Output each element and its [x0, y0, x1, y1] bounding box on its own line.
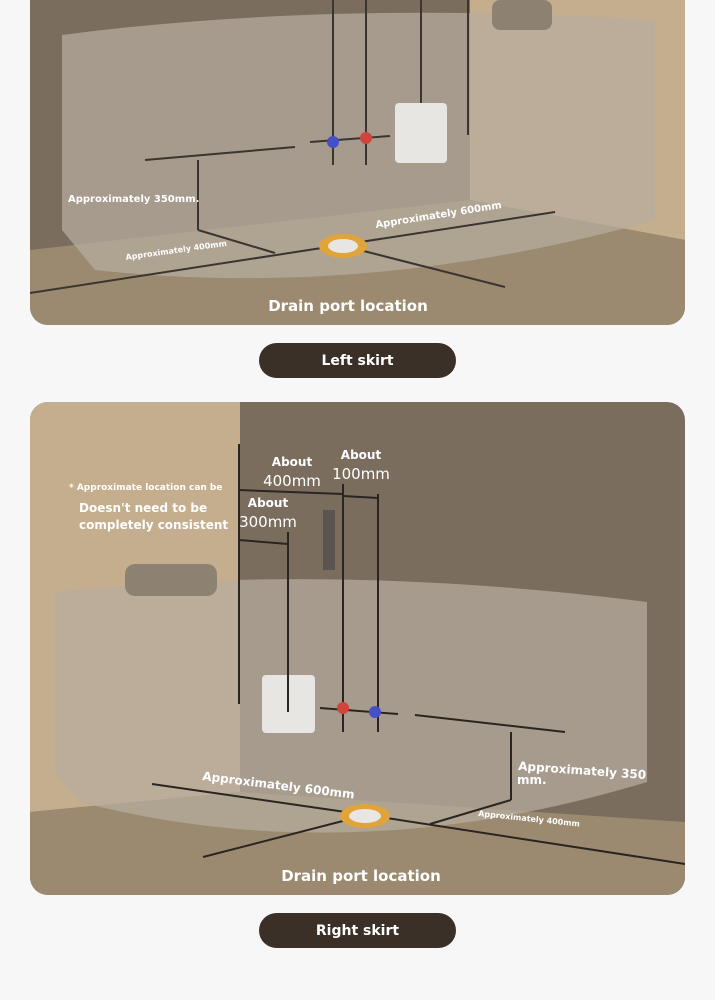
hand-shower	[323, 510, 335, 570]
caption: Drain port location	[268, 297, 428, 315]
headrest	[492, 0, 552, 30]
bathtub	[55, 579, 647, 833]
height-label: Approximately 350mm.	[68, 194, 199, 205]
caption: Drain port location	[281, 867, 441, 885]
right-skirt-button[interactable]: Right skirt	[259, 913, 456, 948]
left-skirt-diagram: Approximately 350mm. Approximately 400mm…	[30, 0, 685, 325]
about-100-word: About	[341, 448, 382, 462]
right-skirt-diagram: * Approximate location can be Doesn't ne…	[30, 402, 685, 895]
left-skirt-button[interactable]: Left skirt	[259, 343, 456, 378]
note-line-2: completely consistent	[79, 518, 228, 532]
note-line-1: Doesn't need to be	[79, 501, 207, 515]
bathtub	[62, 12, 655, 279]
about-300-word: About	[248, 496, 289, 510]
note-small: * Approximate location can be	[69, 483, 222, 493]
about-300-value: 300mm	[239, 513, 297, 531]
access-panel	[395, 103, 447, 163]
headrest	[125, 564, 217, 596]
about-400-value: 400mm	[263, 472, 321, 490]
about-400-word: About	[272, 455, 313, 469]
height-label-2: mm.	[517, 773, 547, 787]
about-100-value: 100mm	[332, 465, 390, 483]
